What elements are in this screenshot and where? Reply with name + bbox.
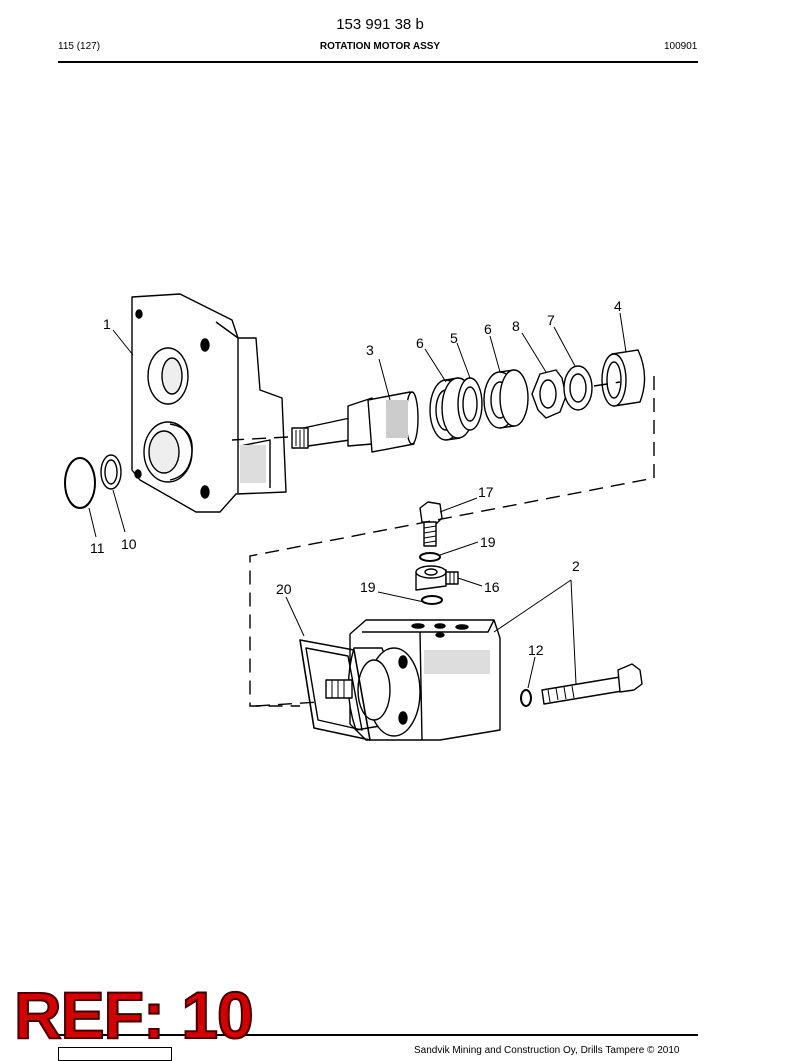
- footer-copyright: Sandvik Mining and Construction Oy, Dril…: [414, 1045, 680, 1056]
- callout-3: 3: [366, 342, 374, 358]
- part-washer-lower: [421, 595, 443, 605]
- callout-4: 4: [614, 298, 622, 314]
- part-o-ring: [64, 457, 96, 509]
- callout-19a: 19: [480, 534, 496, 550]
- callout-1: 1: [103, 316, 111, 332]
- callout-2: 2: [572, 558, 580, 574]
- part-washer-upper: [419, 552, 441, 562]
- document-number: 153 991 38 b: [336, 16, 424, 33]
- part-bearing-b: [483, 369, 529, 429]
- callout-5: 5: [450, 330, 458, 346]
- footer-divider: [58, 1034, 698, 1036]
- part-bolt: [541, 663, 643, 705]
- part-banjo-bolt: [419, 501, 443, 547]
- part-banjo-fitting: [415, 565, 459, 591]
- part-seal: [100, 454, 122, 490]
- callout-7: 7: [547, 312, 555, 328]
- page-number: 115 (127): [58, 41, 101, 52]
- part-spacer: [457, 377, 483, 431]
- part-washer-12: [520, 689, 532, 707]
- callout-19b: 19: [360, 579, 376, 595]
- callout-12: 12: [528, 642, 544, 658]
- callout-20: 20: [276, 581, 292, 597]
- part-lock-washer: [531, 369, 567, 419]
- header-divider: [58, 61, 698, 63]
- callout-6b: 6: [484, 321, 492, 337]
- callout-16: 16: [484, 579, 500, 595]
- part-gasket: [299, 639, 371, 741]
- part-bearing-cup: [601, 349, 646, 407]
- callout-11: 11: [90, 540, 105, 556]
- part-housing: [131, 293, 287, 513]
- callout-10: 10: [121, 536, 137, 552]
- part-motor: [325, 619, 501, 741]
- callout-17: 17: [478, 484, 494, 500]
- part-shaft: [291, 391, 419, 453]
- callout-6a: 6: [416, 335, 424, 351]
- reference-stamp: REF: 10: [13, 978, 255, 1052]
- part-lock-nut: [563, 365, 593, 411]
- page-title: ROTATION MOTOR ASSY: [319, 41, 441, 52]
- document-code: 100901: [664, 41, 698, 52]
- callout-8: 8: [512, 318, 520, 334]
